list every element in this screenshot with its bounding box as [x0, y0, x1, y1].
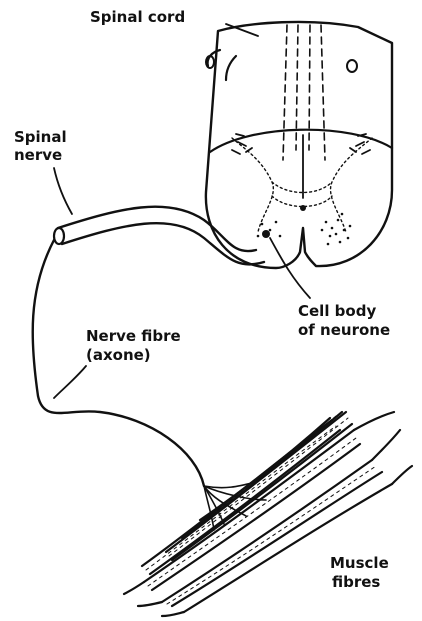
muscle-fibres-label-line1: Muscle	[330, 554, 389, 572]
label-spinal-nerve: Spinal nerve	[14, 128, 72, 214]
label-cell-body: Cell body of neurone	[270, 238, 390, 339]
cell-body-of-neurone	[262, 230, 270, 238]
nerve-fibre-label-line2: (axone)	[86, 346, 151, 364]
nerve-fibre-label-line1: Nerve fibre	[86, 327, 181, 345]
label-nerve-fibre: Nerve fibre (axone)	[54, 327, 181, 398]
label-spinal-cord: Spinal cord	[90, 8, 258, 36]
label-muscle-fibres: Muscle fibres	[330, 554, 389, 591]
spinal-cord	[206, 22, 392, 268]
cell-body-label-line1: Cell body	[298, 302, 376, 320]
cell-body-label-line2: of neurone	[298, 321, 390, 339]
spinal-cord-label: Spinal cord	[90, 8, 185, 26]
spinal-nerve-label-line1: Spinal	[14, 128, 67, 146]
muscle-fibres-label-line2: fibres	[332, 573, 380, 591]
spinal-nerve-label-line2: nerve	[14, 146, 62, 164]
